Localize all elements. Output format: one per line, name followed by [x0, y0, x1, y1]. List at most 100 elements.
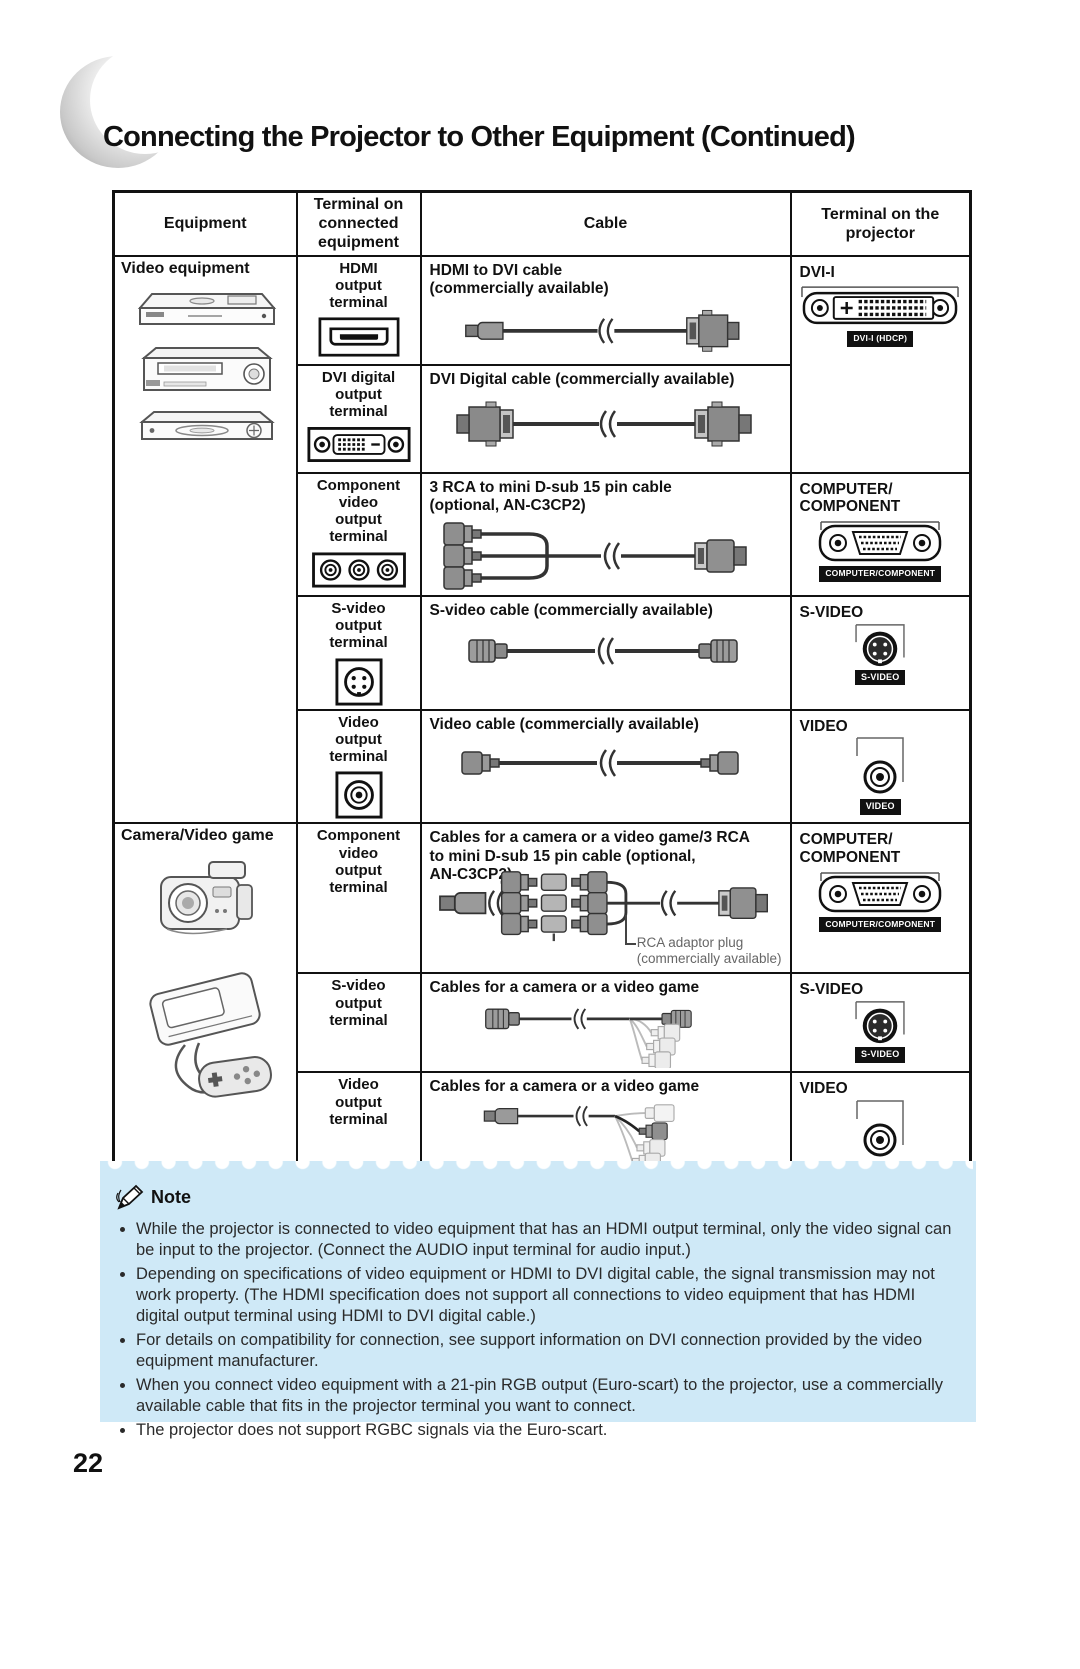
table-row: Video equipment HDMI output terminal HDM…: [112, 254, 972, 825]
projector-terminal-label: VIDEO: [799, 1080, 848, 1098]
projector-terminal-video: VIDEO VIDEO: [789, 708, 972, 825]
note-header: Note: [116, 1183, 976, 1211]
terminal-label: Component video output terminal: [316, 827, 401, 896]
terminal-cell-component-camera: Component video output terminal: [295, 822, 422, 975]
dvd-player-icon: [139, 292, 276, 325]
projector-terminal-computer: COMPUTER/ COMPONENT COMPUTER/COMPONENT: [789, 822, 972, 975]
projector-terminal-dvi: DVI-I DVI-I (HDCP): [789, 254, 972, 474]
connection-table: Equipment Terminal on connected equipmen…: [112, 190, 972, 1184]
col-header-terminal-projector: Terminal on the projector: [789, 190, 972, 257]
rca-jack-icon: [855, 736, 905, 794]
table-row: Camera/Video game Component video output…: [112, 822, 972, 1184]
table-header-row: Equipment Terminal on connected equipmen…: [112, 190, 972, 257]
table-row: DVI digital output terminal DVI Digital …: [114, 363, 971, 474]
vga-connector-icon: [818, 520, 942, 562]
projector-terminal-label: COMPUTER/ COMPONENT: [799, 831, 901, 867]
terminal-plate: DVI-I (HDCP): [847, 331, 914, 347]
vga-connector-icon: [818, 871, 942, 913]
video-cable-illustration: [460, 745, 739, 781]
col-header-cable: Cable: [419, 190, 792, 257]
cable-label: Cables for a camera or a video game/3 RC…: [429, 829, 750, 884]
camcorder-icon: [160, 861, 254, 935]
note-bullet: The projector does not support RGBC sign…: [136, 1420, 962, 1441]
cable-cell-3rca: 3 RCA to mini D-sub 15 pin cable (option…: [419, 471, 792, 597]
table-row: S-video output terminal S-video cable (c…: [114, 594, 972, 711]
projector-terminal-svideo: S-VIDEO S-VIDEO: [789, 594, 972, 711]
projector-terminal-label: S-VIDEO: [799, 603, 864, 621]
cable-label: 3 RCA to mini D-sub 15 pin cable (option…: [429, 478, 672, 515]
title-decoration-orb: [60, 46, 200, 168]
camera-svideo-cable-illustration: [484, 1005, 692, 1068]
svideo-jack-icon: [855, 1001, 905, 1044]
terminal-label: Video output terminal: [329, 1076, 388, 1128]
svideo-cable-illustration: [467, 634, 738, 669]
terminal-plate: S-VIDEO: [855, 669, 906, 686]
projector-terminal-computer: COMPUTER/ COMPONENT COMPUTER/COMPONENT: [789, 471, 972, 597]
cable-cell-svideo: S-video cable (commercially available): [419, 594, 792, 711]
projector-terminal-label: COMPUTER/ COMPONENT: [799, 480, 901, 516]
projector-terminal-svideo: S-VIDEO S-VIDEO: [789, 972, 972, 1074]
page-number: 22: [73, 1448, 104, 1478]
page-title: Connecting the Projector to Other Equipm…: [103, 121, 856, 154]
camera-component-cable-illustration: [438, 871, 768, 942]
rca-adaptor-annotation: RCA adaptor plug (commercially available…: [624, 914, 782, 967]
dvi-connector-icon: [800, 285, 960, 325]
svideo-port-icon: [334, 657, 383, 706]
table-row: Component video output terminal 3 RCA to…: [114, 471, 972, 597]
note-bullet: Depending on specifications of video equ…: [136, 1264, 962, 1327]
terminal-cell-svideo: S-video output terminal: [295, 594, 422, 711]
rca-jack-icon: [855, 1099, 905, 1157]
terminal-plate: S-VIDEO: [855, 1047, 906, 1063]
cable-label: Cables for a camera or a video game: [429, 1078, 700, 1096]
note-list: While the projector is connected to vide…: [118, 1219, 962, 1441]
terminal-cell-component: Component video output terminal: [295, 471, 422, 597]
cable-cell-hdmi-dvi: HDMI to DVI cable (commercially availabl…: [419, 254, 792, 366]
cable-label: S-video cable (commercially available): [429, 601, 713, 619]
cable-label: Video cable (commercially available): [429, 715, 699, 733]
game-console-icon: [135, 957, 275, 1107]
terminal-label: S-video output terminal: [329, 599, 388, 652]
terminal-cell-svideo-camera: S-video output terminal: [295, 972, 422, 1074]
equipment-group-video: Video equipment: [112, 254, 298, 825]
dvi-cable-illustration: [455, 401, 752, 447]
equipment-label: Camera/Video game: [121, 827, 274, 845]
terminal-label: S-video output terminal: [329, 977, 388, 1029]
terminal-cell-video: Video output terminal: [295, 708, 422, 825]
projector-terminal-label: DVI-I: [799, 263, 835, 281]
terminal-label: DVI digital output terminal: [321, 368, 396, 421]
terminal-plate: COMPUTER/COMPONENT: [819, 566, 942, 582]
equipment-group-camera: Camera/Video game: [112, 822, 298, 1184]
hdmi-to-dvi-cable-illustration: [464, 309, 739, 352]
note-bullet: While the projector is connected to vide…: [136, 1219, 962, 1261]
projector-terminal-label: VIDEO: [799, 717, 848, 735]
cable-cell-camera-svideo: Cables for a camera or a video game: [419, 972, 792, 1074]
cable-label: HDMI to DVI cable (commercially availabl…: [429, 261, 609, 298]
terminal-cell-hdmi: HDMI output terminal: [295, 254, 422, 366]
dvi-port-icon: [306, 427, 411, 463]
rca-to-dsub-cable-illustration: [442, 522, 747, 590]
note-title: Note: [151, 1186, 191, 1207]
table-row: Video output terminal Video cable (comme…: [114, 708, 972, 825]
projector-terminal-label: S-VIDEO: [799, 981, 864, 999]
note-bullet: For details on compatibility for connect…: [136, 1330, 962, 1372]
terminal-label: Video output terminal: [329, 713, 388, 766]
camera-video-cable-illustration: [483, 1102, 675, 1169]
equipment-label: Video equipment: [121, 259, 250, 277]
set-top-box-icon: [141, 410, 274, 440]
rca-triple-port-icon: [311, 552, 406, 588]
rca-port-icon: [334, 771, 383, 819]
terminal-cell-dvi: DVI digital output terminal: [295, 363, 422, 474]
note-box: Note While the projector is connected to…: [100, 1161, 976, 1439]
terminal-plate: COMPUTER/COMPONENT: [819, 916, 942, 933]
cable-label: Cables for a camera or a video game: [429, 979, 700, 997]
svideo-jack-icon: [855, 623, 905, 667]
cable-cell-camera-component: Cables for a camera or a video game/3 RC…: [419, 822, 792, 975]
terminal-label: HDMI output terminal: [329, 259, 388, 312]
terminal-label: Component video output terminal: [316, 476, 401, 546]
col-header-equipment: Equipment: [112, 190, 298, 257]
note-bullet: When you connect video equipment with a …: [136, 1375, 962, 1417]
cable-label: DVI Digital cable (commercially availabl…: [429, 370, 735, 388]
vcr-icon: [143, 346, 272, 391]
terminal-plate: VIDEO: [859, 799, 901, 816]
